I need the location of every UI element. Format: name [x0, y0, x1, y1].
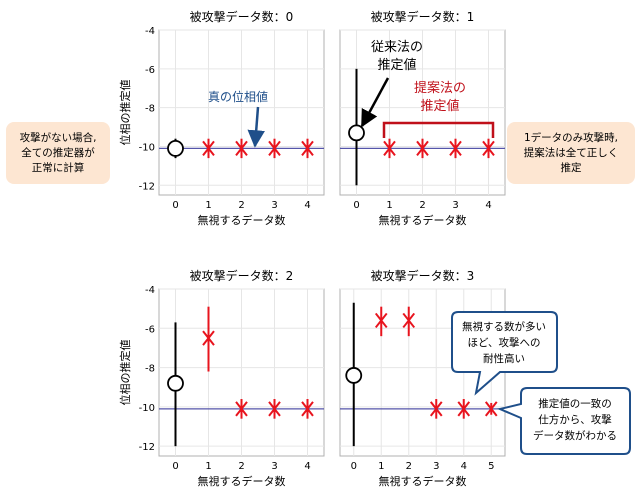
right-note-line-3: 推定: [560, 161, 582, 174]
proposed-marker: [235, 140, 248, 157]
x-tick-label: 4: [304, 461, 310, 472]
callout-attack-count: 推定値の一致の 仕方から、攻撃 データ数がわかる: [496, 387, 631, 455]
annotation-conventional-line-1: 従来法の: [371, 40, 423, 55]
chart-title: 被攻撃データ数：3: [371, 268, 475, 283]
chart-attacked-2: -4 -6 -8 -10 -12 0 1 2 3 4 被攻撃データ数：2 無視するデータ数 位相の推定値: [118, 268, 325, 488]
callout-attack-count-line-1: 推定値の一致の: [538, 397, 612, 410]
x-tick-label: 0: [351, 461, 357, 472]
y-tick-label: -8: [145, 104, 155, 115]
proposed-marker: [235, 401, 248, 417]
y-tick-label: -4: [145, 285, 155, 296]
chart-title: 被攻撃データ数：0: [190, 9, 294, 24]
x-tick-label: 1: [205, 461, 211, 472]
x-axis-label: 無視するデータ数: [198, 213, 286, 227]
x-tick-label: 1: [386, 200, 392, 211]
left-note-line-1: 攻撃がない場合,: [19, 131, 97, 144]
annotation-proposed-line-2: 推定値: [420, 98, 459, 114]
x-tick-label: 4: [304, 200, 310, 211]
proposed-marker: [383, 140, 396, 157]
callout-robustness-line-3: 耐性高い: [483, 352, 525, 365]
right-note-box: 1データのみ攻撃時, 提案法は全て正しく 推定: [507, 122, 635, 184]
x-tick-label: 2: [419, 200, 425, 211]
x-tick-label: 2: [406, 461, 412, 472]
conventional-marker: [167, 140, 184, 157]
x-tick-label: 3: [271, 461, 277, 472]
y-tick-label: -8: [145, 364, 155, 375]
proposed-marker: [429, 401, 443, 417]
callout-robustness: 無視する数が多い ほど、攻撃への 耐性高い: [451, 311, 558, 396]
callout-robustness-line-2: ほど、攻撃への: [468, 336, 541, 349]
proposed-marker: [268, 140, 281, 157]
x-axis-label: 無視するデータ数: [379, 474, 467, 488]
conventional-marker: [345, 367, 363, 384]
left-note-line-2: 全ての推定器が: [21, 146, 95, 159]
annotation-true-phase-label: 真の位相値: [208, 89, 268, 104]
proposed-marker: [457, 401, 471, 417]
left-note-box: 攻撃がない場合, 全ての推定器が 正常に計算: [6, 122, 110, 184]
right-note-line-1: 1データのみ攻撃時,: [523, 131, 619, 144]
annotation-conventional-arrow: [360, 77, 390, 128]
x-tick-label: 1: [378, 461, 384, 472]
y-axis-label: 位相の推定値: [118, 340, 132, 406]
x-axis-label: 無視するデータ数: [379, 213, 467, 227]
x-axis-label: 無視するデータ数: [198, 474, 286, 488]
callout-attack-count-bubble: [496, 387, 631, 455]
annotation-proposed-line-1: 提案法の: [414, 80, 466, 96]
left-note-line-3: 正常に計算: [31, 161, 85, 174]
conventional-marker: [167, 374, 184, 392]
y-axis-label: 位相の推定値: [118, 80, 132, 146]
proposed-marker: [301, 401, 314, 417]
proposed-marker: [449, 140, 462, 157]
x-tick-label: 5: [488, 461, 494, 472]
proposed-marker: [301, 140, 314, 157]
annotation-true-phase: 真の位相値: [208, 89, 268, 148]
annotation-conventional-line-2: 推定値: [377, 57, 416, 73]
annotation-true-phase-arrow: [247, 106, 265, 148]
y-tick-label: -4: [145, 26, 155, 37]
x-tick-label: 3: [452, 200, 458, 211]
x-tick-label: 2: [238, 461, 244, 472]
conventional-marker: [348, 124, 365, 142]
proposed-marker: [268, 401, 281, 417]
y-tick-label: -10: [139, 403, 155, 414]
right-note-line-2: 提案法は全て正しく: [523, 146, 619, 159]
chart-attacked-3: 0 1 2 3 4 5 被攻撃データ数：3 無視するデータ数: [339, 268, 506, 488]
proposed-marker: [482, 140, 495, 157]
callout-attack-count-line-3: データ数がわかる: [533, 429, 617, 442]
x-tick-label: 4: [485, 200, 491, 211]
y-tick-label: -10: [139, 142, 155, 153]
annotation-conventional: 従来法の 推定値: [360, 40, 423, 128]
proposed-marker: [484, 401, 498, 417]
y-tick-label: -12: [139, 442, 155, 453]
x-tick-label: 1: [205, 200, 211, 211]
proposed-marker: [416, 140, 429, 157]
y-tick-label: -6: [145, 65, 155, 76]
chart-title: 被攻撃データ数：2: [190, 268, 294, 283]
x-tick-label: 3: [433, 461, 439, 472]
x-tick-label: 0: [172, 200, 178, 211]
x-tick-label: 0: [172, 461, 178, 472]
callout-attack-count-line-2: 仕方から、攻撃: [538, 413, 612, 426]
annotation-proposed: 提案法の 推定値: [382, 80, 495, 138]
callout-robustness-line-1: 無視する数が多い: [462, 320, 546, 333]
x-tick-label: 4: [461, 461, 467, 472]
y-tick-label: -6: [145, 324, 155, 335]
proposed-marker: [374, 312, 388, 329]
proposed-marker: [402, 312, 416, 329]
proposed-marker: [202, 140, 215, 157]
callout-robustness-bubble: [451, 311, 558, 396]
x-tick-label: 3: [271, 200, 277, 211]
y-tick-label: -12: [139, 181, 155, 192]
chart-title: 被攻撃データ数：1: [371, 9, 475, 24]
annotation-proposed-bracket: [382, 121, 495, 138]
proposed-marker: [202, 330, 215, 346]
x-tick-label: 2: [238, 200, 244, 211]
chart-attacked-0: -4 -6 -8 -10 -12 0 1 2 3 4 被攻撃データ数：0 無視するデータ数 位相の推定値: [118, 9, 325, 227]
x-tick-label: 0: [353, 200, 359, 211]
